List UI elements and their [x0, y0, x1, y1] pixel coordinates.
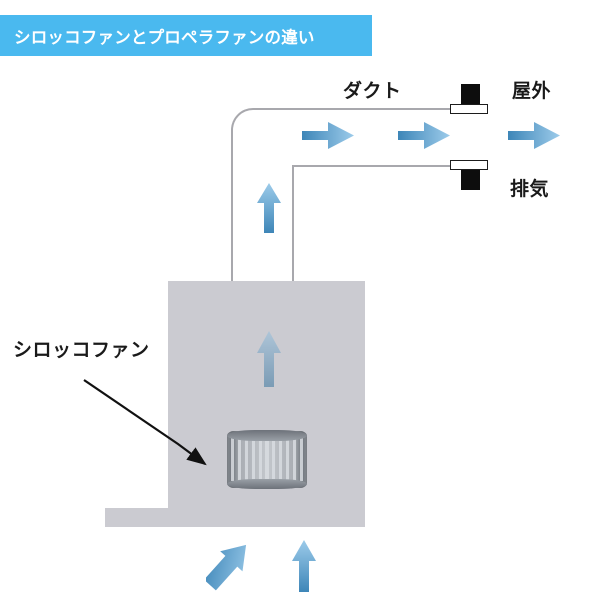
sirocco-fan-drum: [227, 430, 307, 489]
label-exhaust: 排気: [510, 179, 550, 200]
title-banner: シロッコファンとプロペラファンの違い: [0, 15, 372, 56]
label-duct: ダクト: [343, 81, 402, 102]
label-outdoor: 屋外: [512, 81, 552, 102]
label-sirocco-fan: シロッコファン: [13, 340, 150, 361]
lower-duct-horizontal: [292, 165, 459, 167]
upper-duct-riser: [231, 130, 233, 282]
exhaust-vent-plate: [450, 160, 488, 170]
fan-blades: [231, 438, 303, 481]
airflow-arrow-duct-2: [398, 121, 450, 150]
outdoor-vent-plate: [450, 104, 488, 114]
airflow-arrow-duct-1: [302, 121, 354, 150]
airflow-arrow-body: [256, 331, 282, 387]
range-hood-body: [168, 281, 365, 527]
page-title: シロッコファンとプロペラファンの違い: [14, 28, 315, 47]
airflow-arrow-outdoor: [508, 121, 560, 150]
fan-drum-bottom-rim: [227, 479, 307, 489]
lower-duct-riser: [292, 166, 294, 282]
airflow-arrow-riser: [256, 183, 282, 233]
airflow-arrow-intake-diagonal: [206, 538, 250, 592]
exhaust-vent-cap: [461, 170, 480, 190]
range-hood-ledge: [105, 508, 170, 527]
upper-duct-elbow: [231, 108, 255, 132]
outdoor-vent-cap: [461, 84, 480, 104]
airflow-arrow-intake-vertical: [291, 540, 317, 592]
fan-drum-top-rim: [227, 430, 307, 441]
upper-duct-horizontal: [253, 108, 458, 110]
